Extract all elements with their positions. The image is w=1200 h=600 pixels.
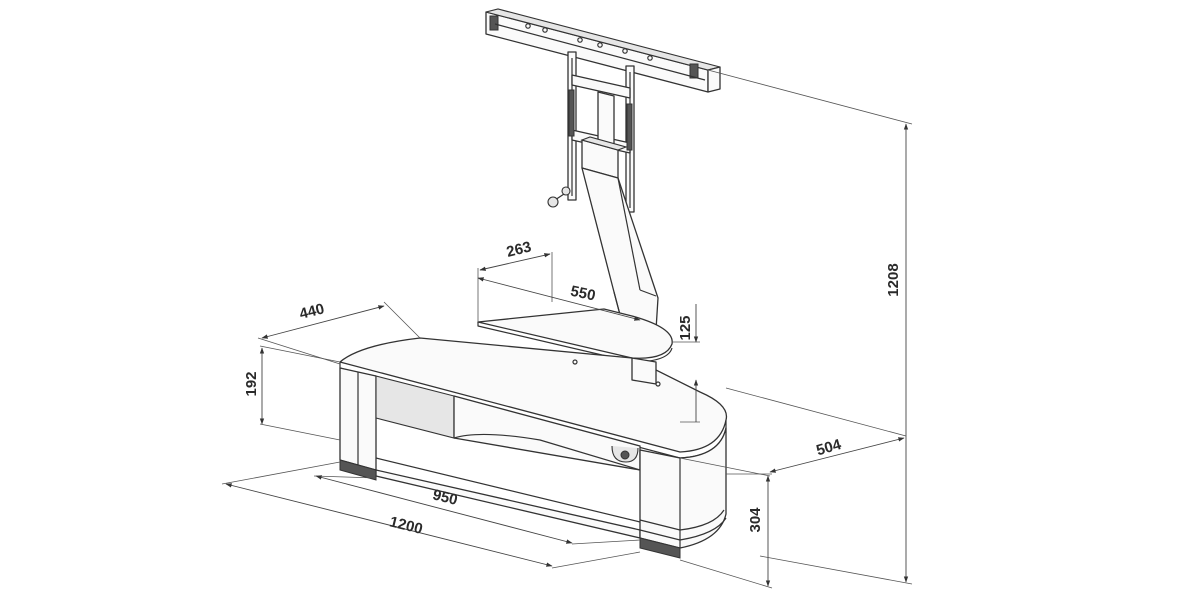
dimension-shelf-width: 550 bbox=[569, 283, 597, 305]
dimension-shelf-height: 125 bbox=[677, 315, 694, 340]
dimension-base-depth: 440 bbox=[298, 300, 326, 323]
dimension-overall-height: 1208 bbox=[885, 263, 902, 296]
dimension-inner-width: 950 bbox=[431, 486, 459, 509]
tv-mount-bracket bbox=[485, 8, 721, 331]
dimension-side-height: 192 bbox=[243, 371, 260, 396]
dimension-total-width: 1200 bbox=[388, 513, 424, 538]
dimension-base-height: 304 bbox=[747, 507, 764, 533]
dimension-depth: 504 bbox=[814, 436, 843, 459]
dimension-shelf-depth: 263 bbox=[505, 238, 533, 261]
dimension-lines bbox=[221, 69, 913, 589]
